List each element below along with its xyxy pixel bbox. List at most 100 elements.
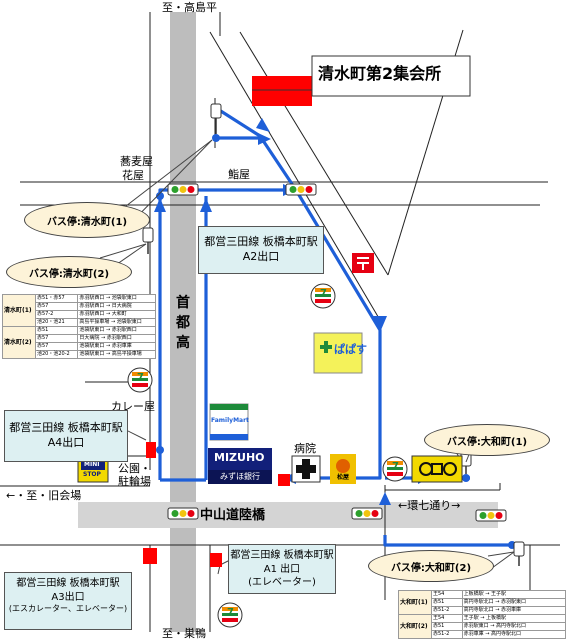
exit-a3-line3: (エスカレーター、エレベーター) — [8, 604, 128, 613]
sushi-shop-label: 鮨屋 — [228, 168, 250, 181]
timetable-route-number: 赤57 — [34, 334, 79, 343]
exit-a1-line3: (エレベーター) — [248, 577, 316, 588]
timetable-route-path: 池袋駅東口 → 高島平操車場 — [77, 350, 156, 359]
direction-south: 至・巣鴨 — [162, 627, 206, 640]
exit-a1-line1: 都営三田線 板橋本町駅 — [230, 550, 334, 561]
timetable-route-path: 上板橋駅 → 王子駅 — [461, 590, 567, 599]
traffic-light-e — [475, 509, 507, 522]
exit-a1-box: 都営三田線 板橋本町駅 A1 出口 (エレベーター) — [228, 544, 336, 594]
post-office-icon — [352, 253, 374, 273]
bus-stop-icon — [513, 541, 525, 566]
hospital-cross-icon — [296, 459, 316, 479]
timetable-route-path: 池袋駅東口 → 赤羽車庫 — [77, 342, 156, 351]
timetable-route-path: 赤羽駅西口 → 日大病院 — [77, 302, 156, 311]
timetable-route-path: 赤羽車庫 → 高円寺駅北口 — [461, 630, 567, 639]
seven-eleven-label: 7 — [392, 461, 399, 472]
traffic-light-se — [351, 507, 383, 520]
expressway-char: 高 — [176, 335, 190, 351]
main-street-label: 中山道陸橋 — [200, 508, 266, 523]
timetable-route-path: 高円寺駅北口 → 赤羽駅東口 — [461, 598, 567, 607]
timetable-route-number: 赤51 — [431, 598, 463, 607]
seven-eleven-label: 7 — [320, 288, 327, 299]
exit-a2-line1: 都営三田線 板橋本町駅 — [204, 235, 318, 248]
timetable-route-number: 王54 — [431, 614, 463, 623]
exit-a4-box: 都営三田線 板橋本町駅 A4出口 — [4, 410, 128, 462]
timetable-stop-name: 清水町(2) — [2, 326, 36, 359]
venue-marker — [252, 76, 312, 106]
direction-east: ←環七通り→ — [398, 499, 461, 512]
seven-eleven-icon — [217, 602, 243, 628]
timetable-route-path: 赤羽駅西口 → 大和町 — [77, 310, 156, 319]
pharmacy-cross-icon — [320, 341, 332, 353]
exit-a1-line2: A1 出口 — [263, 563, 301, 575]
timetable-route-number: 赤51-2 — [431, 606, 463, 615]
ministop-label-line2: STOP — [83, 471, 101, 478]
timetable-route-path: 日大病院 → 赤羽駅西口 — [77, 334, 156, 343]
bicycle-parking-label: 駐輪場 — [118, 475, 151, 488]
geo-store-icon — [411, 455, 463, 483]
exit-a3-box: 都営三田線 板橋本町駅 A3出口 (エスカレーター、エレベーター) — [4, 572, 132, 630]
curry-shop-label: カレー屋 — [111, 400, 155, 413]
expressway-band — [170, 12, 196, 632]
flower-shop-label: 花屋 — [122, 169, 144, 182]
traffic-light-sw — [167, 507, 199, 520]
bus-stop-yamato-2-callout: バス停:大和町(2) — [368, 550, 494, 582]
seven-eleven-icon — [310, 283, 336, 309]
pharmacy-sign — [313, 332, 363, 374]
bank-name: MIZUHO — [214, 451, 265, 464]
exit-a2-line2: A2出口 — [242, 249, 280, 263]
seven-eleven-icon — [127, 367, 153, 393]
timetable-route-path: 王子駅 → 上板橋駅 — [461, 614, 567, 623]
timetable-route-number: 赤51 — [34, 326, 79, 335]
timetable-route-path: 赤羽駅西口 → 池袋駅東口 — [77, 294, 156, 303]
seven-eleven-label: 7 — [227, 607, 234, 618]
exit-a4-marker — [146, 442, 156, 458]
bank-subname: みずほ銀行 — [220, 472, 260, 481]
timetable-route-number: 赤57-2 — [34, 310, 79, 319]
traffic-light-nw — [167, 183, 199, 196]
venue-label-frame — [311, 55, 471, 97]
direction-north: 至・高島平 — [162, 1, 217, 14]
exit-a3-line1: 都営三田線 板橋本町駅 — [16, 578, 120, 589]
timetable-route-number: 赤51-2 — [431, 630, 463, 639]
seven-eleven-icon — [382, 456, 408, 482]
timetable-stop-name: 清水町(1) — [2, 294, 36, 327]
familymart-sign — [209, 403, 249, 441]
matsuya-label: 松屋 — [337, 474, 350, 481]
exit-a1-marker — [210, 553, 222, 567]
timetable-route-path: 池袋駅東口 → 赤羽駅西口 — [77, 326, 156, 335]
expressway-char: 首 — [176, 295, 190, 311]
direction-west: ←・至・旧会場 — [6, 489, 82, 502]
soba-shop-label: 蕎麦屋 — [120, 155, 153, 168]
traffic-light-ne — [285, 183, 317, 196]
hospital-label: 病院 — [294, 442, 316, 455]
exit-a3-marker — [143, 548, 157, 564]
timetable-stop-name: 大和町(1) — [398, 590, 432, 615]
bus-stop-shimizu-2-callout: バス停:清水町(2) — [6, 256, 132, 288]
timetable-route-number: 池20・池21 — [34, 318, 79, 327]
venue-label: 清水町第2集会所 — [318, 64, 442, 83]
exit-a4-line1: 都営三田線 板橋本町駅 — [9, 421, 123, 434]
timetable-route-number: 赤57 — [34, 302, 79, 311]
timetable-route-number: 赤51・赤57 — [34, 294, 79, 303]
timetable-stop-name: 大和町(2) — [398, 614, 432, 639]
ministop-sign — [77, 457, 109, 483]
ministop-label-line1: MINI — [84, 461, 100, 468]
familymart-label: FamilyMart — [211, 417, 249, 424]
timetable-route-number: 池20・池20-2 — [34, 350, 79, 359]
timetable-route-path: 高円寺駅北口 → 赤羽車庫 — [461, 606, 567, 615]
exit-a2-box: 都営三田線 板橋本町駅 A2出口 — [198, 226, 324, 274]
pharmacy-label: ぱぱす — [334, 343, 367, 356]
exit-a4-line2: A4出口 — [47, 435, 85, 449]
park-label: 公園・ — [118, 462, 151, 475]
bus-stop-shimizu-1-callout: バス停:清水町(1) — [24, 202, 150, 238]
